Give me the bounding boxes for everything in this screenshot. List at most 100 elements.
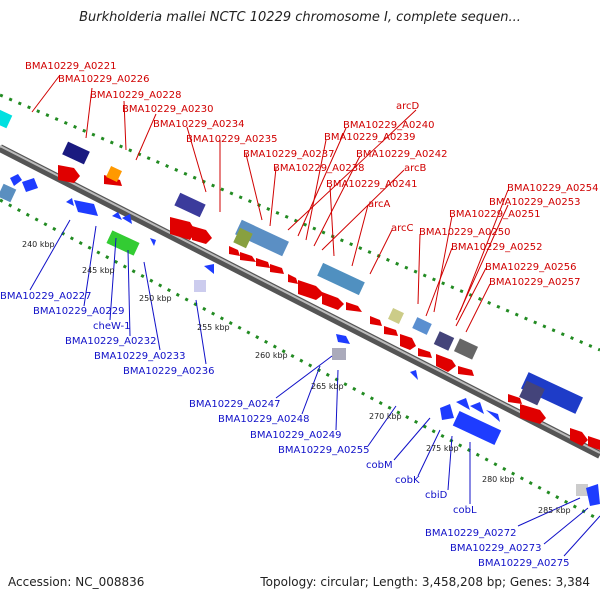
feature-block[interactable]	[453, 338, 479, 360]
gene-label-reverse[interactable]: cobK	[395, 475, 420, 486]
gene-arrow-reverse[interactable]	[22, 178, 38, 192]
gene-label-reverse[interactable]: BMA10229_A0229	[33, 306, 124, 317]
feature-block[interactable]	[388, 308, 404, 324]
feature-block[interactable]	[452, 411, 502, 445]
gene-arrow-reverse[interactable]	[112, 212, 122, 220]
gene-arrow-forward[interactable]	[520, 404, 546, 424]
feature-block[interactable]	[412, 317, 432, 335]
gene-arrow-reverse[interactable]	[470, 402, 484, 414]
gene-arrow-forward[interactable]	[240, 252, 256, 262]
gene-label-forward[interactable]: BMA10229_A0234	[153, 119, 244, 130]
gene-label-reverse[interactable]: BMA10229_A0272	[425, 528, 516, 539]
gene-label-reverse[interactable]: BMA10229_A0248	[218, 414, 309, 425]
gene-arrow-reverse[interactable]	[122, 214, 132, 224]
gene-arrow-forward[interactable]	[370, 316, 382, 326]
gene-arrow-forward[interactable]	[418, 348, 432, 358]
gene-arrow-forward[interactable]	[256, 258, 270, 268]
gene-arrow-forward[interactable]	[588, 436, 600, 450]
gene-arrow-forward[interactable]	[170, 217, 196, 240]
gene-arrow-forward[interactable]	[570, 428, 588, 446]
forward-leaders	[31, 74, 509, 333]
feature-block[interactable]	[0, 109, 13, 129]
gene-label-forward[interactable]: BMA10229_A0252	[451, 242, 542, 253]
feature-block[interactable]	[519, 380, 545, 406]
gene-label-forward[interactable]: arcC	[391, 223, 414, 234]
feature-block[interactable]	[332, 348, 346, 360]
gene-label-forward[interactable]: BMA10229_A0235	[186, 134, 277, 145]
gene-label-reverse[interactable]: cheW-1	[93, 321, 130, 332]
reverse-leaders	[29, 219, 600, 557]
kbp-tick-label: 250 kbp	[139, 294, 172, 303]
feature-block[interactable]	[576, 484, 588, 496]
gene-arrow-forward[interactable]	[192, 226, 212, 244]
gene-arrow-forward[interactable]	[298, 280, 324, 300]
feature-block[interactable]	[106, 230, 140, 256]
feature-block[interactable]	[521, 372, 583, 414]
gene-label-reverse[interactable]: cobM	[366, 460, 393, 471]
forward-features	[58, 165, 600, 450]
gene-arrow-reverse[interactable]	[336, 334, 350, 344]
gene-arrow-forward[interactable]	[384, 326, 398, 336]
gene-label-forward[interactable]: BMA10229_A0240	[343, 120, 434, 131]
gene-label-forward[interactable]: BMA10229_A0230	[122, 104, 213, 115]
gene-arrow-reverse[interactable]	[66, 198, 74, 206]
gene-label-forward[interactable]: BMA10229_A0221	[25, 61, 116, 72]
feature-block[interactable]	[106, 166, 122, 182]
gene-label-reverse[interactable]: BMA10229_A0236	[123, 366, 214, 377]
gene-label-reverse[interactable]: BMA10229_A0233	[94, 351, 185, 362]
gene-arrow-forward[interactable]	[436, 354, 456, 372]
gene-label-reverse[interactable]: BMA10229_A0255	[278, 445, 369, 456]
gene-arrow-reverse[interactable]	[440, 404, 454, 420]
gene-label-reverse[interactable]: BMA10229_A0247	[189, 399, 280, 410]
gene-arrow-forward[interactable]	[346, 302, 362, 312]
gene-arrow-forward[interactable]	[270, 264, 284, 274]
feature-block[interactable]	[0, 183, 17, 203]
gene-label-forward[interactable]: BMA10229_A0238	[273, 163, 364, 174]
gene-label-forward[interactable]: BMA10229_A0237	[243, 149, 334, 160]
gene-label-forward[interactable]: BMA10229_A0228	[90, 90, 181, 101]
feature-block[interactable]	[174, 192, 206, 218]
gene-label-reverse[interactable]: BMA10229_A0275	[478, 558, 569, 569]
gene-label-reverse[interactable]: BMA10229_A0249	[250, 430, 341, 441]
gene-label-forward[interactable]: BMA10229_A0256	[485, 262, 576, 273]
gene-label-forward[interactable]: arcD	[396, 101, 420, 112]
gene-arrow-reverse[interactable]	[150, 238, 156, 246]
gene-label-reverse[interactable]: BMA10229_A0273	[450, 543, 541, 554]
gene-label-forward[interactable]: BMA10229_A0226	[58, 74, 149, 85]
gene-label-forward[interactable]: BMA10229_A0253	[489, 197, 580, 208]
gene-label-reverse[interactable]: BMA10229_A0232	[65, 336, 156, 347]
feature-block[interactable]	[233, 227, 253, 249]
gene-arrow-reverse[interactable]	[10, 174, 22, 186]
gene-arrow-reverse[interactable]	[410, 370, 418, 380]
gene-label-forward[interactable]: BMA10229_A0250	[419, 227, 510, 238]
gene-arrow-forward[interactable]	[229, 246, 240, 256]
gene-label-forward[interactable]: BMA10229_A0254	[507, 183, 598, 194]
feature-block[interactable]	[62, 141, 90, 165]
feature-block[interactable]	[235, 219, 289, 257]
gene-arrow-reverse[interactable]	[74, 200, 98, 216]
gene-label-forward[interactable]: BMA10229_A0257	[489, 277, 580, 288]
gene-label-reverse[interactable]: cbiD	[425, 490, 448, 501]
feature-block[interactable]	[433, 331, 455, 351]
gene-arrow-forward[interactable]	[322, 292, 344, 310]
gene-label-forward[interactable]: BMA10229_A0242	[356, 149, 447, 160]
kbp-tick-label: 265 kbp	[311, 382, 344, 391]
gene-label-reverse[interactable]: cobL	[453, 505, 477, 516]
feature-block[interactable]	[317, 262, 365, 296]
gene-label-forward[interactable]: BMA10229_A0251	[449, 209, 540, 220]
gene-arrow-forward[interactable]	[58, 165, 80, 183]
gene-arrow-reverse[interactable]	[486, 410, 500, 422]
gene-label-forward[interactable]: arcB	[404, 163, 427, 174]
gene-arrow-forward[interactable]	[508, 394, 522, 404]
gene-arrow-forward[interactable]	[458, 366, 474, 376]
gene-arrow-reverse[interactable]	[456, 398, 470, 410]
gene-label-forward[interactable]: BMA10229_A0241	[326, 179, 417, 190]
gene-label-reverse[interactable]: BMA10229_A0227	[0, 291, 91, 302]
gene-arrow-reverse[interactable]	[586, 484, 600, 506]
gene-arrow-forward[interactable]	[288, 274, 298, 284]
gene-arrow-reverse[interactable]	[204, 264, 214, 274]
gene-label-forward[interactable]: BMA10229_A0239	[324, 132, 415, 143]
gene-arrow-forward[interactable]	[400, 334, 416, 350]
gene-label-forward[interactable]: arcA	[368, 199, 391, 210]
feature-block[interactable]	[194, 280, 206, 292]
